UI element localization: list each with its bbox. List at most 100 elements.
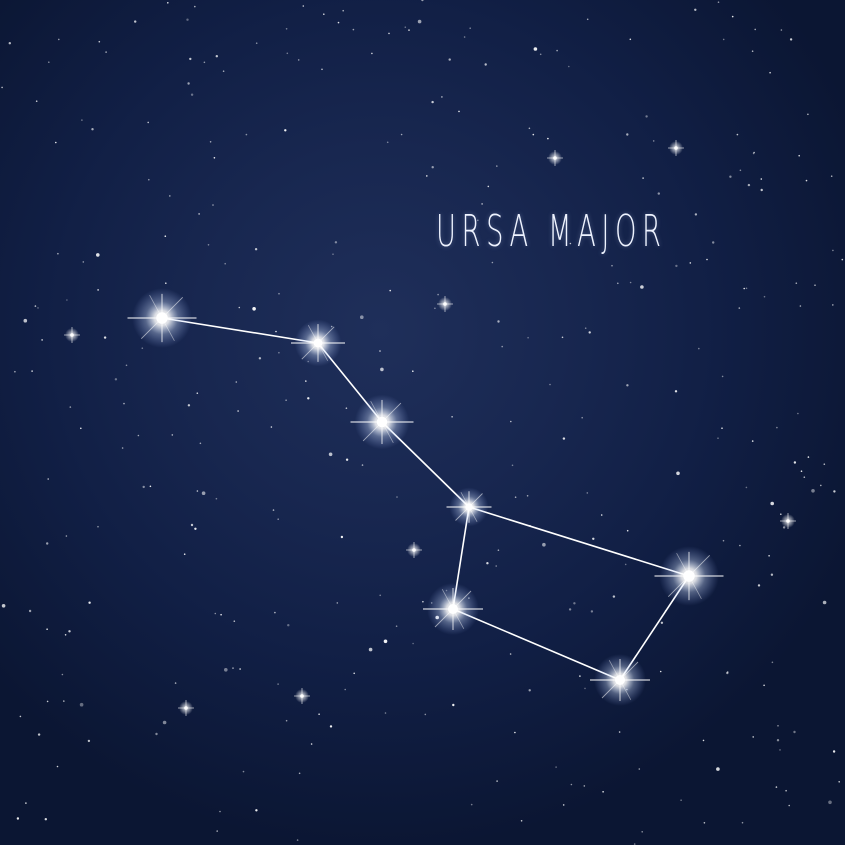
background-star bbox=[588, 331, 591, 334]
background-star bbox=[284, 129, 287, 132]
background-star bbox=[676, 471, 680, 476]
constellation-title: URSA MAJOR bbox=[436, 206, 667, 257]
background-star bbox=[776, 739, 780, 742]
background-star bbox=[487, 185, 490, 188]
background-star bbox=[323, 13, 325, 15]
background-star bbox=[820, 484, 822, 487]
background-star bbox=[814, 284, 816, 287]
sparkle-star bbox=[178, 700, 194, 716]
constellation-star bbox=[423, 583, 483, 635]
background-star bbox=[238, 306, 241, 309]
background-star bbox=[452, 703, 455, 707]
background-star bbox=[274, 611, 276, 614]
constellation-lines bbox=[161, 317, 690, 681]
background-star bbox=[310, 743, 313, 745]
sparkle-star bbox=[64, 327, 80, 343]
background-star bbox=[286, 52, 289, 55]
background-star bbox=[823, 463, 826, 466]
background-star bbox=[570, 783, 573, 786]
background-star bbox=[23, 318, 28, 323]
background-star bbox=[209, 141, 212, 143]
sparkle-star bbox=[668, 140, 684, 156]
background-star bbox=[757, 584, 761, 587]
background-star bbox=[1, 604, 6, 608]
constellation-star bbox=[654, 546, 724, 606]
background-star bbox=[509, 653, 512, 655]
background-star bbox=[215, 55, 218, 58]
background-star bbox=[780, 29, 783, 31]
background-star bbox=[626, 529, 629, 532]
background-star bbox=[302, 5, 305, 7]
background-star bbox=[769, 71, 771, 74]
background-star bbox=[361, 464, 364, 466]
background-star bbox=[37, 733, 41, 736]
background-star bbox=[526, 495, 529, 497]
background-star bbox=[277, 683, 279, 685]
background-star bbox=[82, 261, 85, 263]
background-star bbox=[134, 20, 137, 23]
background-star bbox=[760, 188, 763, 192]
background-star bbox=[760, 178, 763, 180]
background-star bbox=[770, 501, 774, 506]
background-star bbox=[81, 119, 83, 121]
background-star bbox=[412, 370, 414, 373]
background-star bbox=[41, 339, 43, 341]
background-star bbox=[254, 248, 258, 251]
background-star bbox=[379, 350, 381, 352]
background-star bbox=[103, 336, 107, 339]
background-star bbox=[584, 327, 587, 330]
background-star bbox=[484, 63, 487, 66]
background-star bbox=[55, 141, 57, 144]
background-star bbox=[190, 523, 194, 527]
background-star bbox=[147, 121, 149, 124]
background-star bbox=[726, 671, 729, 673]
background-star bbox=[486, 562, 489, 565]
background-star bbox=[481, 203, 483, 205]
background-star bbox=[321, 68, 323, 71]
background-star bbox=[232, 667, 234, 669]
background-star bbox=[214, 612, 217, 615]
background-star bbox=[237, 410, 239, 412]
background-star bbox=[797, 412, 799, 415]
background-star bbox=[539, 53, 542, 56]
background-star bbox=[80, 427, 82, 430]
background-star bbox=[63, 700, 65, 702]
background-star bbox=[352, 28, 355, 31]
background-star bbox=[396, 496, 398, 498]
background-star bbox=[511, 464, 514, 467]
background-star bbox=[741, 821, 744, 824]
background-star bbox=[318, 713, 320, 715]
background-star bbox=[496, 165, 498, 167]
background-star bbox=[69, 406, 72, 408]
background-star bbox=[220, 613, 222, 616]
sparkle-star bbox=[437, 296, 453, 312]
background-star bbox=[245, 133, 248, 136]
background-star bbox=[421, 0, 424, 2]
background-star bbox=[255, 42, 258, 44]
background-star bbox=[213, 157, 216, 159]
background-star bbox=[183, 553, 186, 555]
background-star bbox=[611, 264, 613, 267]
background-star bbox=[61, 673, 64, 676]
background-star bbox=[629, 281, 632, 284]
background-star bbox=[497, 320, 500, 323]
background-star bbox=[171, 434, 174, 436]
background-star bbox=[242, 770, 245, 773]
background-star bbox=[659, 670, 662, 673]
background-star bbox=[345, 458, 349, 461]
background-star bbox=[768, 555, 770, 557]
background-star bbox=[763, 295, 766, 298]
background-star bbox=[739, 544, 741, 547]
background-star bbox=[66, 299, 68, 301]
background-star bbox=[296, 839, 299, 841]
background-star bbox=[190, 93, 194, 96]
background-star bbox=[98, 40, 101, 43]
background-star bbox=[344, 688, 347, 691]
background-star bbox=[586, 492, 589, 494]
background-star bbox=[807, 456, 810, 458]
background-star bbox=[751, 50, 754, 52]
background-star bbox=[224, 668, 228, 672]
background-star bbox=[114, 378, 118, 381]
background-star bbox=[694, 8, 697, 11]
background-star bbox=[811, 489, 815, 493]
